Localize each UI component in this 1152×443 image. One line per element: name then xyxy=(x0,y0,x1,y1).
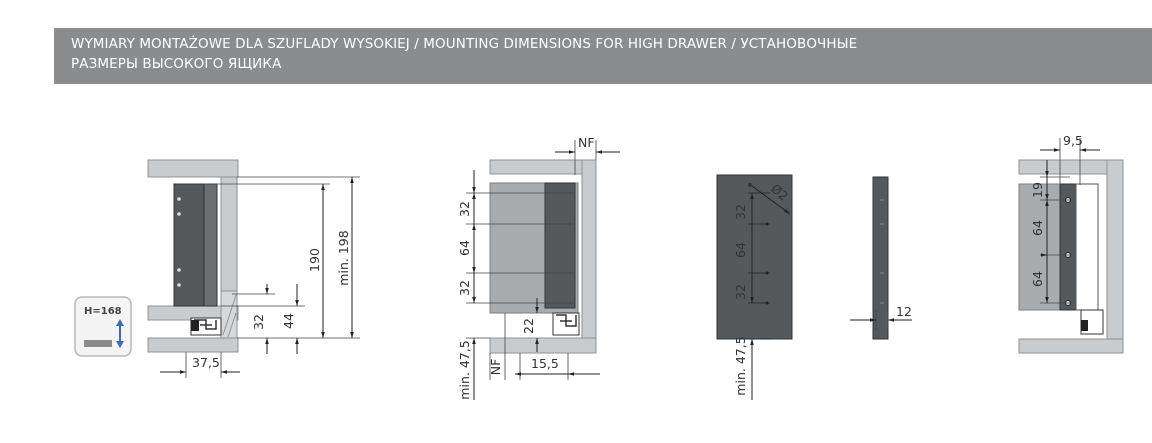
panel-edge-diagram: 12 xyxy=(850,176,912,340)
header-title-line-1: WYMIARY MONTAŻOWE DLA SZUFLADY WYSOKIEJ … xyxy=(71,36,858,52)
cabinet-bottom-shelf xyxy=(1018,338,1124,354)
dim-min-198: min. 198 xyxy=(336,230,351,285)
dim-12: 12 xyxy=(896,304,912,319)
front-panel-drilling-diagram: Ø2 32 64 32 min. 47,5 xyxy=(716,174,793,400)
front-panel xyxy=(716,174,793,340)
cabinet-side-wall xyxy=(220,176,238,307)
dim-64: 64 xyxy=(733,242,748,258)
drawer-front-panel xyxy=(173,183,205,307)
dim-32-lower: 32 xyxy=(733,284,748,300)
panel-edge xyxy=(872,176,889,340)
dim-min-47-5: min. 47,5 xyxy=(457,340,472,399)
dim-19: 19 xyxy=(1030,182,1045,198)
dim-22: 22 xyxy=(521,318,536,334)
dim-min-47-5: min. 47,5 xyxy=(733,336,748,395)
rear-view-diagram: 9,5 19 64 64 xyxy=(1018,133,1124,354)
drawer-side-profile xyxy=(203,183,218,307)
cabinet-top-shelf xyxy=(147,159,239,178)
drawer-icon xyxy=(84,340,112,347)
cabinet-side-wall xyxy=(1106,159,1124,354)
dim-9-5: 9,5 xyxy=(1063,133,1083,148)
cabinet-bottom-shelf xyxy=(147,337,239,353)
dim-190: 190 xyxy=(307,248,322,272)
front-view-diagram: NF 32 64 32 min. 47,5 22 NF 15,5 xyxy=(457,135,620,400)
dim-64-lower: 64 xyxy=(1030,271,1045,287)
dim-nf-bottom: NF xyxy=(488,359,503,376)
dim-64: 64 xyxy=(457,240,472,256)
drawer-side xyxy=(544,182,576,309)
badge-label: H=168 xyxy=(84,306,122,317)
drawer-bracket xyxy=(1075,183,1099,311)
dim-nf-top: NF xyxy=(578,135,595,150)
cabinet-side-wall xyxy=(581,159,597,354)
header-title-line-2: РАЗМЕРЫ ВЫСОКОГО ЯЩИКА xyxy=(71,56,282,72)
dim-15-5: 15,5 xyxy=(531,356,559,371)
height-arrow-icon xyxy=(116,319,124,348)
dim-32-upper: 32 xyxy=(457,201,472,217)
dim-32-upper: 32 xyxy=(733,204,748,220)
dim-32-lower: 32 xyxy=(457,280,472,296)
cabinet-bottom-shelf xyxy=(489,337,597,354)
side-view-diagram: min. 198 190 44 32 37,5 xyxy=(147,159,360,378)
drawer-height-badge: H=168 xyxy=(74,296,132,357)
section-header-banner: WYMIARY MONTAŻOWE DLA SZUFLADY WYSOKIEJ … xyxy=(54,28,1152,84)
dim-32: 32 xyxy=(251,314,266,330)
dim-37-5: 37,5 xyxy=(192,355,220,370)
dim-64-upper: 64 xyxy=(1030,220,1045,236)
dim-44: 44 xyxy=(281,313,296,329)
